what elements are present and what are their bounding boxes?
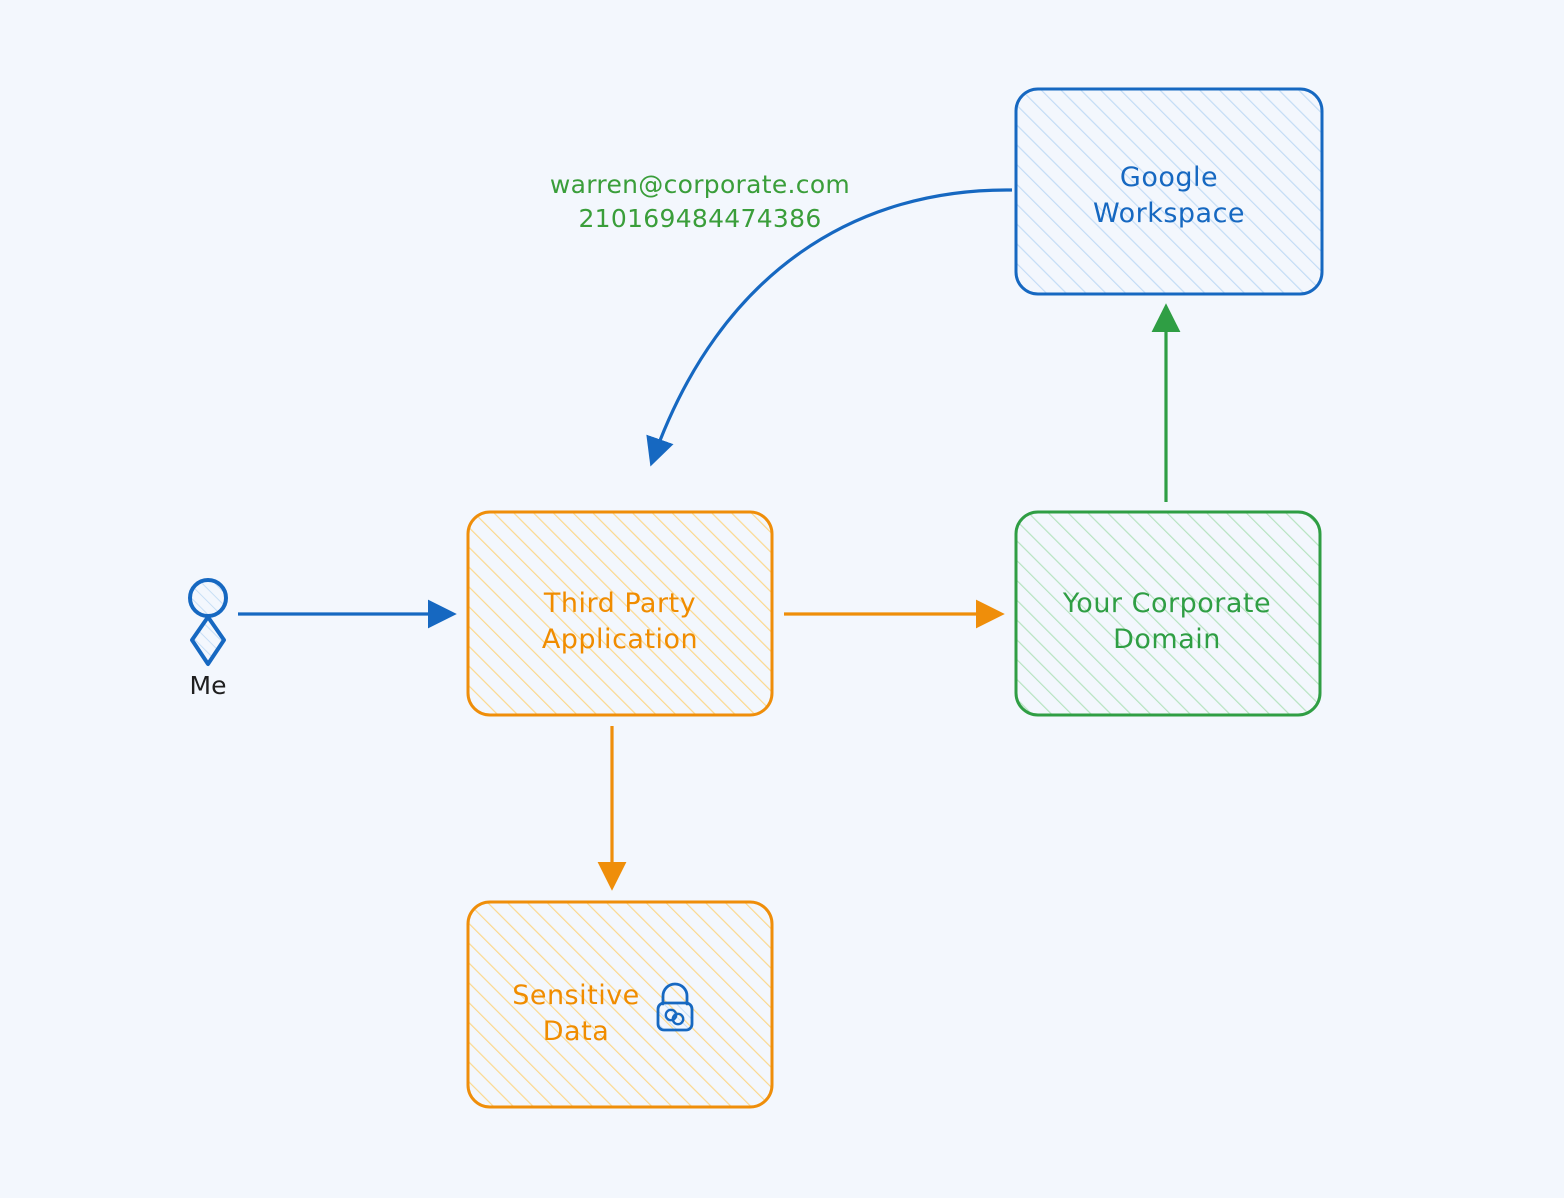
- credential-id-label: 210169484474386: [578, 204, 821, 233]
- node-sensitive-data[interactable]: Sensitive Data: [466, 900, 774, 1109]
- node-google-workspace[interactable]: Google Workspace: [1014, 87, 1324, 296]
- node-your-corporate-domain[interactable]: Your Corporate Domain: [1014, 510, 1322, 717]
- edge-curve: [646, 188, 1013, 467]
- node-label-line1: Sensitive: [512, 980, 640, 1011]
- lock-icon: [656, 982, 694, 1032]
- node-label-line1: Your Corporate: [1062, 588, 1271, 619]
- node-label-line1: Third Party: [543, 588, 696, 619]
- node-label-line1: Google: [1120, 162, 1218, 193]
- node-box[interactable]: [466, 900, 774, 1109]
- node-label-line2: Workspace: [1093, 198, 1245, 229]
- actor-label: Me: [190, 671, 227, 700]
- edge-label-credentials: warren@corporate.com 210169484474386: [550, 170, 850, 233]
- actor-me[interactable]: Me: [188, 578, 228, 700]
- node-third-party-application[interactable]: Third Party Application: [466, 510, 774, 717]
- actor-head: [188, 578, 228, 618]
- node-label-line2: Domain: [1113, 624, 1221, 655]
- node-label-line2: Data: [543, 1016, 609, 1047]
- edge-google-workspace-to-third-party-application: [646, 188, 1013, 467]
- node-box[interactable]: [466, 510, 774, 717]
- actor-body: [190, 615, 226, 666]
- node-label-line2: Application: [542, 624, 698, 655]
- credential-email-label: warren@corporate.com: [550, 170, 850, 199]
- node-box[interactable]: [1014, 510, 1322, 717]
- node-box[interactable]: [1014, 87, 1324, 296]
